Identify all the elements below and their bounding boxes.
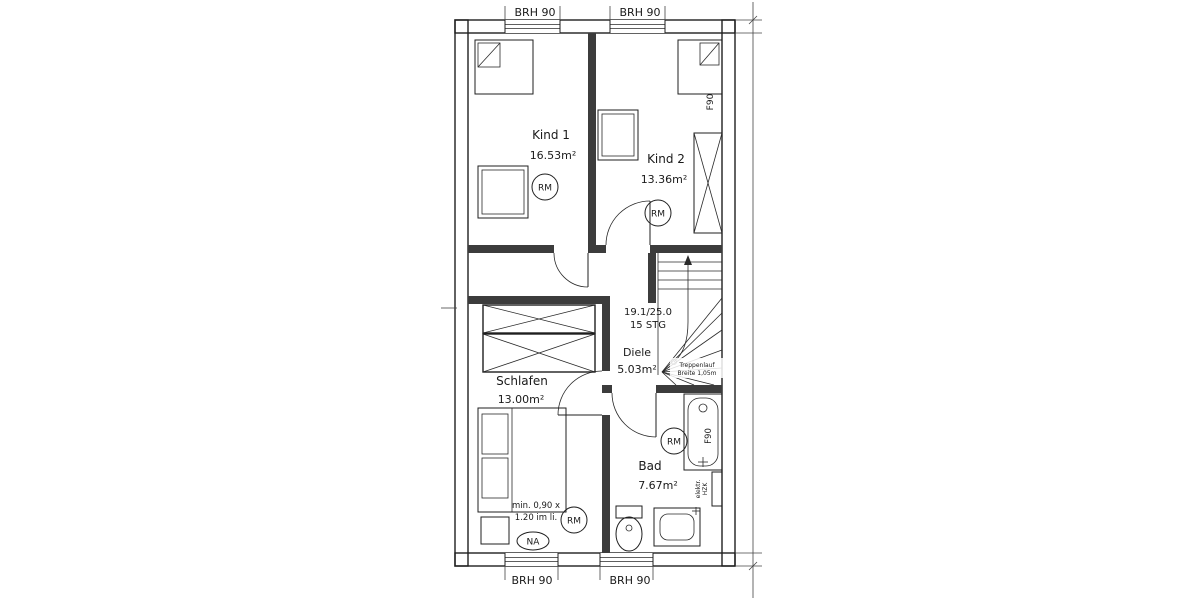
toilet [615, 505, 643, 552]
door-kind1 [553, 252, 589, 288]
closet-schlafen [482, 304, 596, 373]
room-area-bad: 7.67m² [638, 479, 678, 492]
door-kind2 [605, 200, 651, 246]
f90-label-top: F90 [706, 93, 716, 110]
wall-kind1-kind2 [588, 33, 596, 253]
dim-label-top-left: BRH 90 [515, 6, 556, 19]
radiator-label: HZK [702, 482, 709, 496]
radiator-note: elektr. [695, 480, 702, 499]
wall-stairwell [648, 253, 656, 303]
f90-label-bath: F90 [704, 428, 714, 444]
room-label-diele: Diele [623, 346, 651, 359]
na-badge-label: NA [527, 538, 541, 548]
bad-fixtures: HZK elektr. [615, 393, 723, 552]
window-top-left [504, 20, 561, 33]
wall-bottom [454, 552, 736, 567]
smoke-detectors: RM RM RM RM [531, 173, 688, 534]
window-note: min. 0,90 x 1.20 im li. NA [512, 501, 560, 551]
room-label-kind2: Kind 2 [647, 152, 685, 166]
radiator: HZK elektr. [695, 471, 723, 507]
door-bad [611, 392, 657, 438]
desk-kind1 [477, 165, 529, 219]
window-note-line2: 1.20 im li. [515, 513, 557, 523]
room-area-kind1: 16.53m² [530, 149, 577, 162]
stairs-note-line2: Breite 1,05m [678, 370, 717, 377]
dim-label-bottom-right: BRH 90 [610, 574, 651, 587]
wall-schlafen-north [468, 296, 602, 304]
smoke-detector-bad: RM [660, 427, 688, 455]
stairs-note-backdrop [670, 358, 724, 378]
room-labels: Kind 1 16.53m² Kind 2 13.36m² Diele 5.03… [496, 128, 687, 492]
wall-schlafen-bad [602, 415, 610, 553]
stairs-steps-label: 15 STG [630, 320, 666, 331]
window-top-right [609, 20, 666, 33]
nightstand-schlafen [480, 516, 510, 545]
dim-label-bottom-left: BRH 90 [512, 574, 553, 587]
room-label-bad: Bad [638, 459, 661, 473]
dresser-kind2 [597, 109, 639, 161]
smoke-detector-kind1: RM [531, 173, 559, 201]
smoke-detector-kind2: RM [644, 199, 672, 227]
wall-bad-north-b [656, 385, 722, 393]
wardrobe-kind2 [693, 132, 723, 234]
fire-rating-labels: F90 F90 [704, 93, 716, 443]
room-label-schlafen: Schlafen [496, 374, 548, 388]
room-area-diele: 5.03m² [617, 363, 657, 376]
wall-kind1-south [468, 245, 554, 253]
wall-right [721, 19, 736, 567]
bed-kind2 [677, 39, 723, 95]
wall-kind2-south-b [650, 245, 722, 253]
dimension-marks: BRH 90 BRH 90 BRH 90 BRH 90 [441, 2, 762, 598]
interior-walls [468, 33, 722, 553]
smoke-detector-schlafen: RM [560, 506, 588, 534]
windows [504, 20, 666, 566]
stairs-ratio-label: 19.1/25.0 [624, 307, 672, 318]
wall-kind2-south-a [596, 245, 606, 253]
wall-diele-schlafen-a [602, 296, 610, 371]
room-area-schlafen: 13.00m² [498, 393, 545, 406]
dim-tick-top [748, 15, 758, 25]
schlafen-furniture [477, 304, 596, 545]
room-label-kind1: Kind 1 [532, 128, 570, 142]
double-bed-schlafen [477, 407, 567, 513]
wall-bad-north-a [602, 385, 612, 393]
kind1-furniture [474, 39, 534, 219]
wall-top [454, 19, 736, 34]
stairs-direction-arrow-icon [684, 255, 692, 265]
washbasin [653, 507, 701, 547]
na-badge [516, 531, 550, 551]
smoke-detector-label: RM [651, 210, 665, 220]
kind2-furniture [597, 39, 723, 234]
window-bottom-left [504, 553, 559, 566]
room-area-kind2: 13.36m² [641, 173, 688, 186]
dim-label-top-right: BRH 90 [620, 6, 661, 19]
window-note-line1: min. 0,90 x [512, 501, 560, 511]
smoke-detector-label: RM [567, 517, 581, 527]
bathtub [683, 393, 723, 471]
window-bottom-right [599, 553, 654, 566]
dim-tick-bottom [748, 561, 758, 571]
stairs-note-line1: Treppenlauf [678, 362, 715, 369]
smoke-detector-label: RM [538, 184, 552, 194]
stairs: Treppenlauf Breite 1,05m 19.1/25.0 15 ST… [624, 253, 724, 386]
smoke-detector-label: RM [667, 438, 681, 448]
bed-kind1 [474, 39, 534, 95]
wall-left [454, 19, 469, 567]
